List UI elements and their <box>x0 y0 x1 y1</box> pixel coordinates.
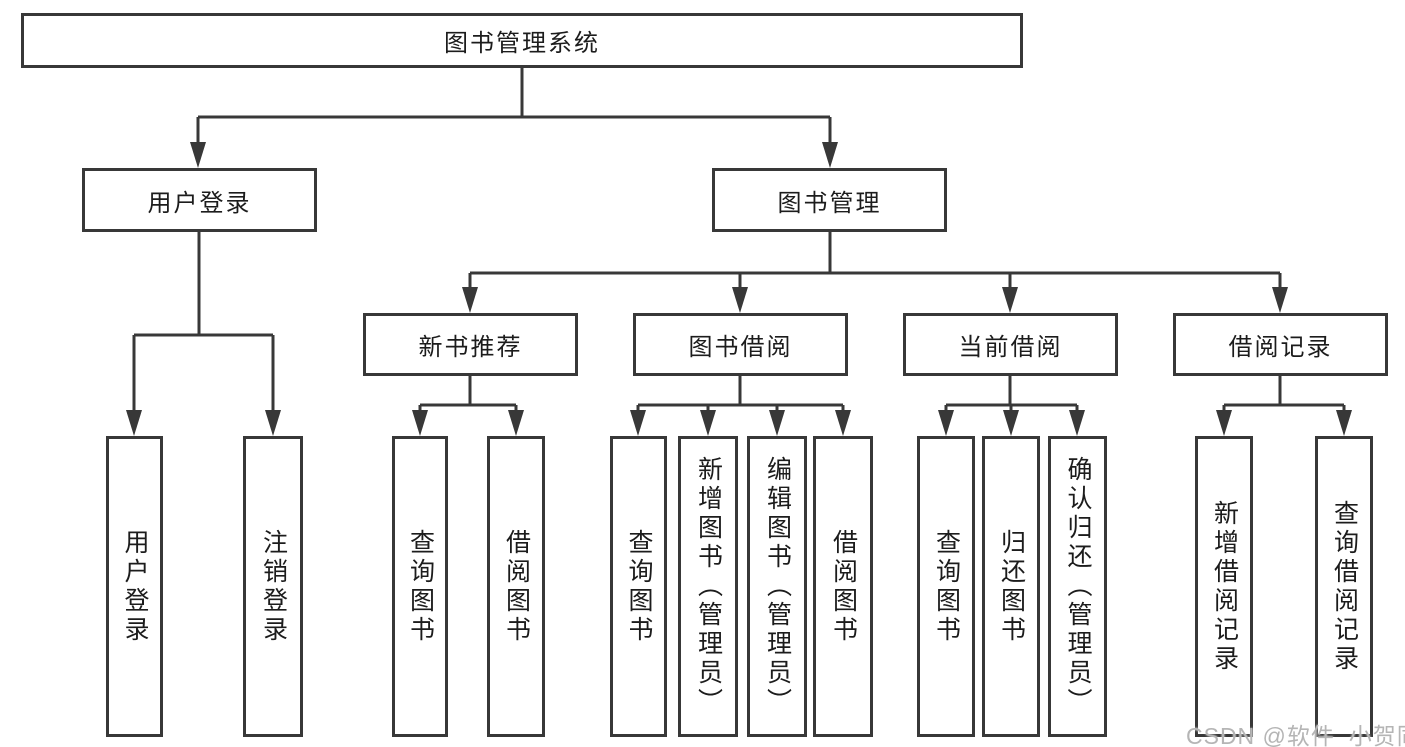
node-borrow-books-recommend: 借阅图书 <box>487 436 545 737</box>
arrow-down-icon <box>835 410 851 436</box>
connector-book-management <box>468 232 1282 305</box>
arrow-down-icon <box>126 410 142 436</box>
arrow-down-icon <box>1002 287 1018 313</box>
node-edit-books-admin: 编辑图书（管理员） <box>747 436 807 737</box>
node-label: 新增图书（管理员） <box>694 456 723 717</box>
node-library-management-system: 图书管理系统 <box>21 13 1023 68</box>
node-label: 新增借阅记录 <box>1210 499 1239 674</box>
node-label: 用户登录 <box>121 528 149 645</box>
node-return-books: 归还图书 <box>982 436 1040 737</box>
node-query-books-current: 查询图书 <box>917 436 975 737</box>
arrow-down-icon <box>700 410 716 436</box>
node-label: 查询借阅记录 <box>1330 499 1359 674</box>
node-borrow-records: 借阅记录 <box>1173 313 1388 376</box>
connector-root <box>196 68 832 160</box>
node-add-books-admin: 新增图书（管理员） <box>678 436 738 737</box>
node-query-books-borrow: 查询图书 <box>610 436 667 737</box>
arrow-down-icon <box>938 410 954 436</box>
csdn-watermark: CSDN @软件_小贺同学 <box>1186 723 1405 747</box>
connector-borrow-records <box>1222 376 1346 428</box>
arrow-down-icon <box>1069 410 1085 436</box>
node-label: 确认归还（管理员） <box>1064 456 1092 717</box>
node-add-borrow-record: 新增借阅记录 <box>1195 436 1253 737</box>
node-book-management: 图书管理 <box>712 168 947 232</box>
arrow-down-icon <box>732 287 748 313</box>
arrow-down-icon <box>1336 410 1352 436</box>
node-logout: 注销登录 <box>243 436 303 737</box>
arrow-down-icon <box>190 142 206 168</box>
connector-book-borrow <box>636 376 845 428</box>
arrowheads <box>126 142 1352 436</box>
node-label: 查询图书 <box>406 528 435 645</box>
node-user-login-leaf: 用户登录 <box>106 436 163 737</box>
node-label: 编辑图书（管理员） <box>763 456 792 717</box>
arrow-down-icon <box>630 410 646 436</box>
arrow-down-icon <box>822 142 838 168</box>
arrow-down-icon <box>769 410 785 436</box>
node-label: 查询图书 <box>625 528 653 645</box>
node-book-borrow: 图书借阅 <box>633 313 848 376</box>
node-borrow-books: 借阅图书 <box>813 436 873 737</box>
node-label: 借阅图书 <box>829 528 858 645</box>
node-current-borrow: 当前借阅 <box>903 313 1118 376</box>
node-label: 借阅图书 <box>502 528 531 645</box>
node-confirm-return-admin: 确认归还（管理员） <box>1048 436 1107 737</box>
connector-new-book-recommend <box>418 376 518 428</box>
node-label: 归还图书 <box>997 528 1026 645</box>
node-new-book-recommend: 新书推荐 <box>363 313 578 376</box>
connector-user-login <box>132 232 275 428</box>
arrow-down-icon <box>1216 410 1232 436</box>
node-user-login: 用户登录 <box>82 168 317 232</box>
arrow-down-icon <box>508 410 524 436</box>
arrow-down-icon <box>462 287 478 313</box>
node-query-borrow-record: 查询借阅记录 <box>1315 436 1373 737</box>
arrow-down-icon <box>412 410 428 436</box>
node-label: 查询图书 <box>932 528 961 645</box>
arrow-down-icon <box>1003 410 1019 436</box>
node-label: 注销登录 <box>259 528 288 645</box>
node-query-books-recommend: 查询图书 <box>392 436 448 737</box>
arrow-down-icon <box>265 410 281 436</box>
arrow-down-icon <box>1272 287 1288 313</box>
